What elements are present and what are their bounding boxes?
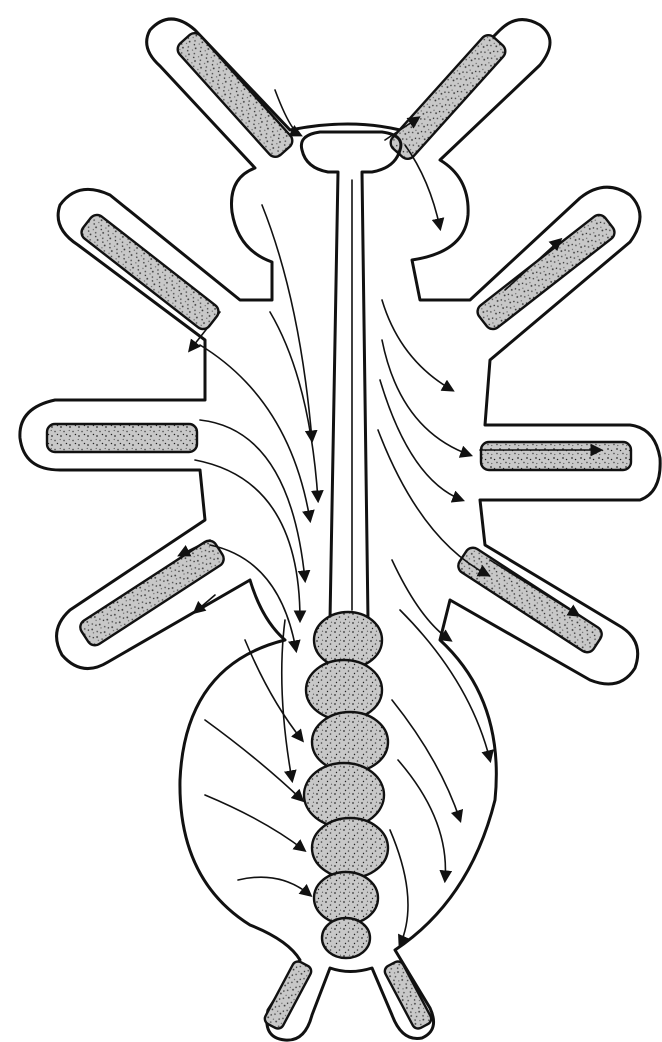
dorsal-vessel: [301, 132, 401, 620]
flow-arrow: [392, 700, 460, 820]
leg-left-2: [47, 424, 197, 452]
heart: [304, 612, 388, 958]
heart-chamber: [312, 818, 388, 878]
leg-right-2: [481, 442, 631, 470]
leg-left-1: [78, 212, 221, 333]
hemolymph-flow-arrows: [180, 90, 600, 945]
flow-arrow: [270, 312, 318, 500]
flow-arrow: [392, 560, 450, 640]
heart-chamber: [314, 872, 378, 924]
heart-chamber: [322, 918, 370, 958]
flow-arrow: [380, 380, 462, 500]
heart-chamber: [306, 660, 382, 720]
flow-arrow: [398, 760, 445, 880]
flow-arrow: [382, 340, 470, 455]
flow-arrow: [205, 795, 304, 850]
leg-right-3: [455, 545, 604, 656]
antenna-right: [387, 32, 508, 162]
flow-arrow: [390, 830, 408, 945]
flow-arrow: [200, 345, 310, 520]
flow-arrow: [205, 720, 302, 800]
flow-arrow: [282, 620, 292, 780]
cercus-left: [263, 959, 314, 1030]
flow-arrow: [238, 877, 310, 895]
flow-arrow: [245, 640, 302, 740]
